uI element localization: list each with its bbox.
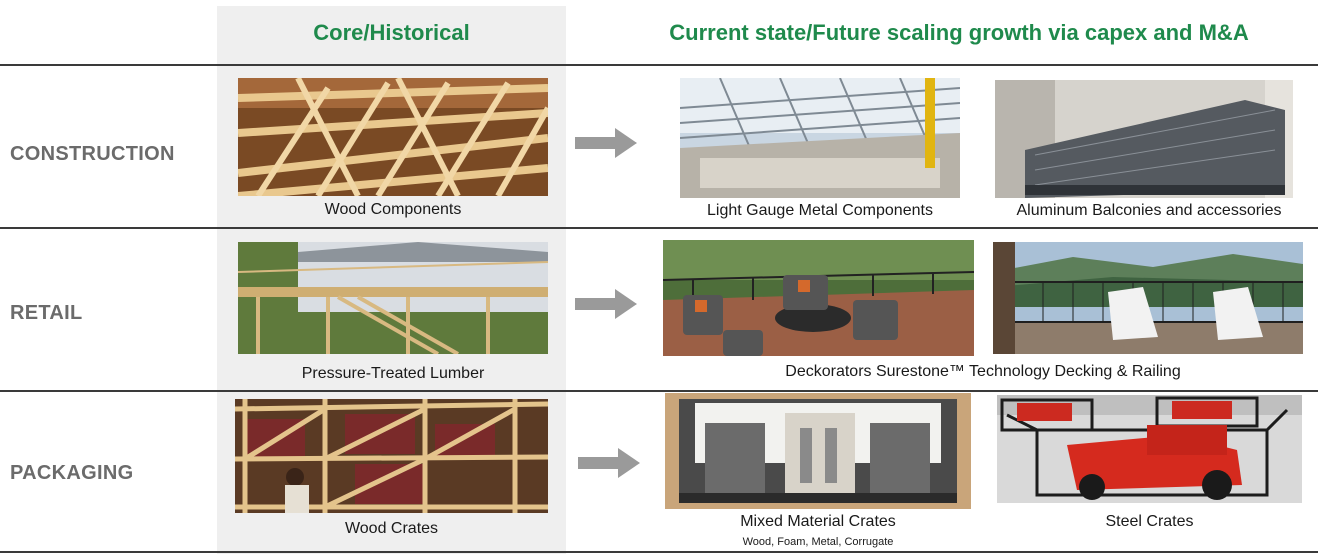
mixed-material-crates-subcaption: Wood, Foam, Metal, Corrugate (742, 536, 894, 548)
light-gauge-metal-caption: Light Gauge Metal Components (707, 202, 933, 219)
divider-top (0, 64, 1318, 66)
row-label-construction: CONSTRUCTION (10, 143, 175, 165)
arrow-right-icon (575, 128, 637, 158)
wood-components-caption: Wood Components (324, 201, 462, 218)
wood-crates-caption: Wood Crates (344, 520, 439, 537)
wood-components-image (238, 78, 548, 196)
mixed-material-crates-image (665, 393, 971, 509)
row-label-retail: RETAIL (10, 302, 83, 324)
pressure-treated-lumber-image (238, 242, 548, 354)
row-label-packaging: PACKAGING (10, 462, 134, 484)
deckorators-caption: Deckorators Surestone™ Technology Deckin… (785, 363, 1181, 380)
steel-crates-image (997, 395, 1302, 503)
light-gauge-metal-image (680, 78, 960, 198)
steel-crates-caption: Steel Crates (1105, 513, 1194, 530)
core-historical-header: Core/Historical (313, 20, 470, 45)
divider-bottom (0, 551, 1318, 553)
pressure-treated-lumber-caption: Pressure-Treated Lumber (301, 365, 485, 382)
divider-retail-packaging (0, 390, 1318, 392)
aluminum-balconies-image (995, 80, 1293, 198)
deckorators-decking-image-2 (993, 242, 1303, 354)
future-growth-header: Current state/Future scaling growth via … (669, 20, 1249, 45)
arrow-right-icon (578, 448, 640, 478)
wood-crates-image (235, 399, 548, 513)
deckorators-decking-image-1 (663, 240, 974, 356)
mixed-material-crates-caption: Mixed Material Crates (740, 513, 896, 530)
arrow-right-icon (575, 289, 637, 319)
aluminum-balconies-caption: Aluminum Balconies and accessories (1016, 202, 1282, 219)
divider-construction-retail (0, 227, 1318, 229)
